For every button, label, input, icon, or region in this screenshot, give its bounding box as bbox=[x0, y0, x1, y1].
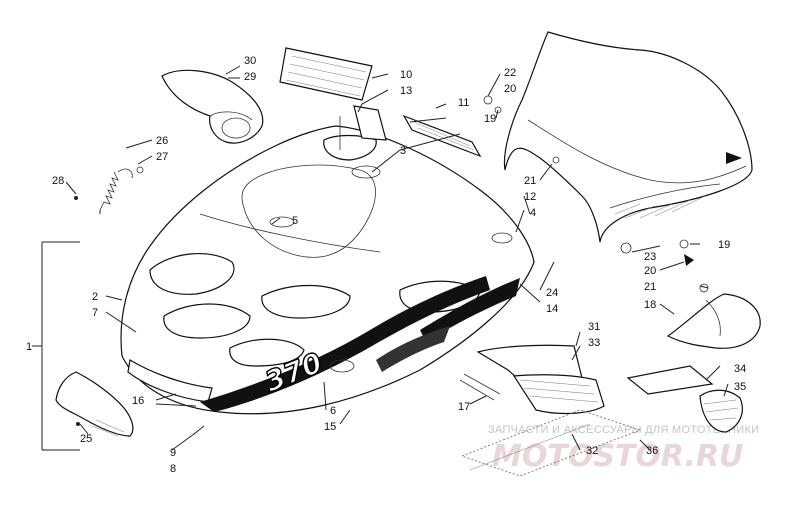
side-panel bbox=[476, 344, 605, 415]
callout-10: 10 bbox=[400, 69, 412, 81]
latch-spring bbox=[74, 166, 144, 214]
callout-19-lower: 19 bbox=[718, 239, 730, 251]
callout-27: 27 bbox=[156, 151, 168, 163]
callout-4: 4 bbox=[530, 207, 536, 219]
arrow-marker-icon bbox=[726, 152, 742, 164]
vent-cowl bbox=[161, 69, 264, 144]
watermark-site-name: MOTOSTOR.RU bbox=[492, 439, 743, 474]
callout-24: 24 bbox=[546, 287, 558, 299]
callout-1: 1 bbox=[26, 341, 32, 353]
callout-2: 2 bbox=[92, 291, 98, 303]
nose-piece bbox=[55, 371, 134, 437]
callout-3: 3 bbox=[400, 145, 406, 157]
deflector bbox=[666, 293, 761, 349]
callout-21-upper: 21 bbox=[524, 175, 536, 187]
callout-15: 15 bbox=[324, 421, 336, 433]
callout-31: 31 bbox=[588, 321, 600, 333]
callout-6: 6 bbox=[330, 405, 336, 417]
windshield bbox=[503, 31, 753, 243]
hood: 370 bbox=[120, 116, 535, 415]
side-decal-mesh bbox=[402, 114, 482, 158]
callout-22: 22 bbox=[504, 67, 516, 79]
callout-25: 25 bbox=[80, 433, 92, 445]
top-decal-mesh bbox=[279, 47, 387, 141]
callout-35: 35 bbox=[734, 381, 746, 393]
callout-16: 16 bbox=[132, 395, 144, 407]
callout-28: 28 bbox=[52, 175, 64, 187]
callout-20-upper: 20 bbox=[504, 83, 516, 95]
callout-34: 34 bbox=[734, 363, 746, 375]
callout-33: 33 bbox=[588, 337, 600, 349]
leader-lines bbox=[32, 65, 729, 451]
belly-pan bbox=[460, 409, 642, 477]
watermark-tagline: ЗАПЧАСТИ И АКСЕССУАРЫ ДЛЯ МОТОТЕХНИКИ bbox=[488, 424, 759, 436]
callout-9: 9 bbox=[170, 447, 176, 459]
callout-23: 23 bbox=[644, 251, 656, 263]
callout-8: 8 bbox=[170, 463, 176, 475]
callout-26: 26 bbox=[156, 135, 168, 147]
callout-20-lower: 20 bbox=[644, 265, 656, 277]
callout-18: 18 bbox=[644, 299, 656, 311]
callout-17: 17 bbox=[458, 401, 470, 413]
callout-36: 36 bbox=[646, 445, 658, 457]
callout-19-upper: 19 bbox=[484, 113, 496, 125]
callout-labels: 1 2 3 4 5 6 7 8 9 10 11 12 13 14 15 16 1… bbox=[26, 55, 746, 475]
callout-14: 14 bbox=[546, 303, 558, 315]
callout-12: 12 bbox=[524, 191, 536, 203]
callout-30: 30 bbox=[244, 55, 256, 67]
callout-21-lower: 21 bbox=[644, 281, 656, 293]
small-decals bbox=[626, 365, 743, 433]
callout-13: 13 bbox=[400, 85, 412, 97]
callout-32: 32 bbox=[586, 445, 598, 457]
trim-strip bbox=[459, 373, 501, 401]
windshield-hardware bbox=[483, 95, 709, 293]
callout-11: 11 bbox=[458, 97, 469, 109]
watermark: ЗАПЧАСТИ И АКСЕССУАРЫ ДЛЯ МОТОТЕХНИКИ MO… bbox=[488, 424, 759, 474]
callout-29: 29 bbox=[244, 71, 256, 83]
callout-7: 7 bbox=[92, 307, 98, 319]
callout-5: 5 bbox=[292, 215, 298, 227]
